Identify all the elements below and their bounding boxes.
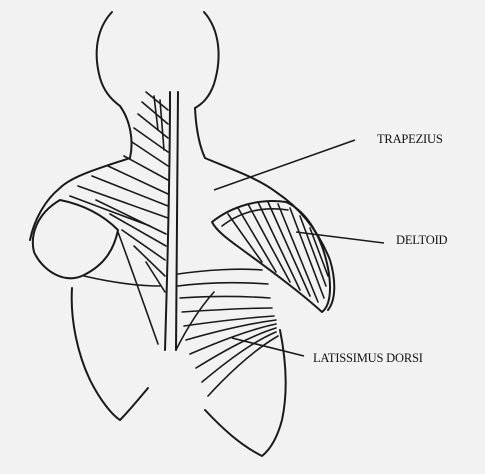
trapezius-leader-line — [214, 140, 355, 190]
spine-right — [176, 92, 178, 350]
deltoid-fibers — [222, 202, 328, 302]
lat-fiber — [184, 316, 274, 326]
trapezius-fiber — [108, 166, 168, 194]
lat-fiber — [208, 336, 278, 396]
latissimus-leader-line — [232, 338, 304, 356]
trapezius-fibers — [70, 92, 168, 292]
neck-left — [120, 106, 132, 158]
head-outline-right — [195, 12, 219, 108]
trapezius-fiber — [160, 100, 164, 150]
trapezius-label: TRAPEZIUS — [377, 132, 443, 147]
deltoid-fiber — [238, 208, 276, 272]
latissimus-dorsi-label: LATISSIMUS DORSI — [313, 351, 423, 366]
lat-fiber — [84, 276, 160, 286]
left-torso-outline — [72, 288, 148, 420]
lat-fiber — [180, 297, 270, 299]
trapezius-fiber — [92, 176, 168, 206]
lat-fiber — [182, 308, 272, 312]
head-outline — [97, 12, 120, 106]
lat-fiber — [178, 283, 268, 286]
neck-right — [195, 108, 205, 158]
lat-fiber — [178, 269, 262, 274]
deltoid-label: DELTOID — [396, 233, 447, 248]
left-scapula-outline — [33, 200, 118, 278]
right-latissimus-fibers — [176, 269, 278, 396]
spine-left — [165, 92, 170, 350]
lat-fiber — [176, 292, 214, 350]
trapezius-fiber — [134, 246, 165, 276]
